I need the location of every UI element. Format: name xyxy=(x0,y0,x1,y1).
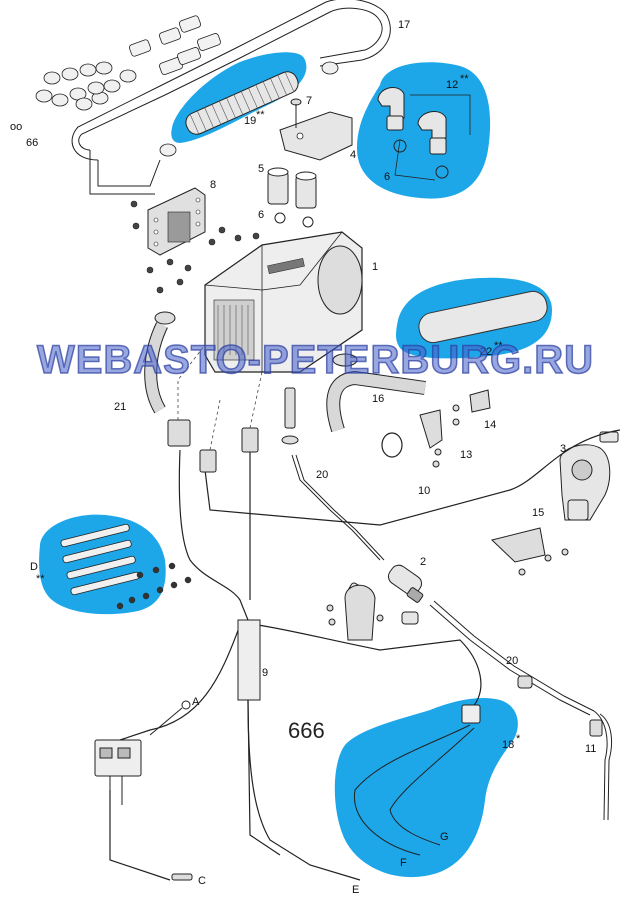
label-D-group: D ** xyxy=(30,561,45,585)
label-2: 2 xyxy=(420,556,426,568)
exhaust-21 xyxy=(144,311,176,414)
label-F: F xyxy=(400,857,407,869)
label-D: D xyxy=(30,561,38,573)
label-D-stars: ** xyxy=(36,573,45,585)
bracket-8 xyxy=(147,187,206,256)
label-11: 11 xyxy=(585,743,596,755)
label-3: 3 xyxy=(560,443,566,455)
sensor-11 xyxy=(589,719,603,737)
label-12-group: 12 ** xyxy=(446,73,469,91)
label-19: 19 xyxy=(244,115,256,127)
connectors-12 xyxy=(377,86,471,181)
pipe-stubs-5 xyxy=(267,167,317,209)
label-6b: 6 xyxy=(384,171,390,183)
label-20a: 20 xyxy=(316,469,328,481)
spark-plug xyxy=(281,387,299,445)
label-A: A xyxy=(192,696,200,708)
label-22-stars: ** xyxy=(494,340,503,352)
label-6a: 6 xyxy=(258,209,264,221)
hose-22 xyxy=(418,290,548,344)
line-connector xyxy=(517,675,533,689)
wiring-harness-9 xyxy=(109,429,621,881)
hose-17 xyxy=(71,0,391,195)
ring-terminal-a xyxy=(149,700,191,736)
bracket-15 xyxy=(490,527,569,576)
label-19-group: 19 ** xyxy=(244,109,265,127)
bracket-13 xyxy=(419,409,443,468)
bracket-4 xyxy=(279,111,353,161)
o-rings-6 xyxy=(274,212,314,228)
part-labels: 1 2 3 4 5 6 6 7 8 9 10 11 12 ** 13 14 15… xyxy=(30,19,596,896)
label-5: 5 xyxy=(258,163,264,175)
label-16: 16 xyxy=(372,393,384,405)
water-pump-3 xyxy=(559,431,619,521)
heater-unit-1 xyxy=(204,231,363,373)
label-1: 1 xyxy=(372,261,378,273)
tube-connectors xyxy=(128,15,221,75)
label-15: 15 xyxy=(532,507,544,519)
bracket-14 xyxy=(452,389,491,426)
strips-D xyxy=(60,523,140,596)
label-12-stars: ** xyxy=(460,73,469,85)
label-17: 17 xyxy=(398,19,410,31)
label-8: 8 xyxy=(210,179,216,191)
terminal-c xyxy=(171,873,193,881)
label-22: 22 xyxy=(480,346,492,358)
o-ring-large-set: 666 xyxy=(288,718,325,743)
highlight-harness-18 xyxy=(334,698,518,878)
label-19-stars: ** xyxy=(256,109,265,121)
strip-screws xyxy=(116,562,192,610)
label-22-group: 22 ** xyxy=(480,340,503,358)
harness-18 xyxy=(353,704,481,856)
label-18: 18 xyxy=(502,739,514,751)
label-C: C xyxy=(198,875,206,887)
screws xyxy=(130,200,260,294)
label-4: 4 xyxy=(350,149,356,161)
label-18-group: 18 * xyxy=(502,733,521,751)
clamp-10 xyxy=(381,432,403,458)
label-7: 7 xyxy=(306,95,312,107)
relay-connector xyxy=(94,739,142,805)
fuel-lines-20 xyxy=(291,454,613,821)
harness-connectors xyxy=(167,419,259,473)
label-18-star: * xyxy=(516,733,521,745)
hose-16 xyxy=(326,353,426,433)
label-9: 9 xyxy=(262,667,268,679)
label-14: 14 xyxy=(484,419,496,431)
label-20b: 20 xyxy=(506,655,518,667)
screw-7 xyxy=(290,98,302,128)
label-13: 13 xyxy=(460,449,472,461)
label-G: G xyxy=(440,831,449,843)
label-E: E xyxy=(352,884,359,896)
label-10: 10 xyxy=(418,485,430,497)
label-21: 21 xyxy=(114,401,126,413)
label-12: 12 xyxy=(446,79,458,91)
hose-19 xyxy=(185,71,299,135)
harness-sleeve xyxy=(237,619,261,701)
hose-clamps xyxy=(35,61,339,157)
fuel-pump-mount xyxy=(326,584,384,641)
o-ring-pair: 66 xyxy=(26,137,38,149)
o-ring-small-set: oo xyxy=(10,121,22,133)
